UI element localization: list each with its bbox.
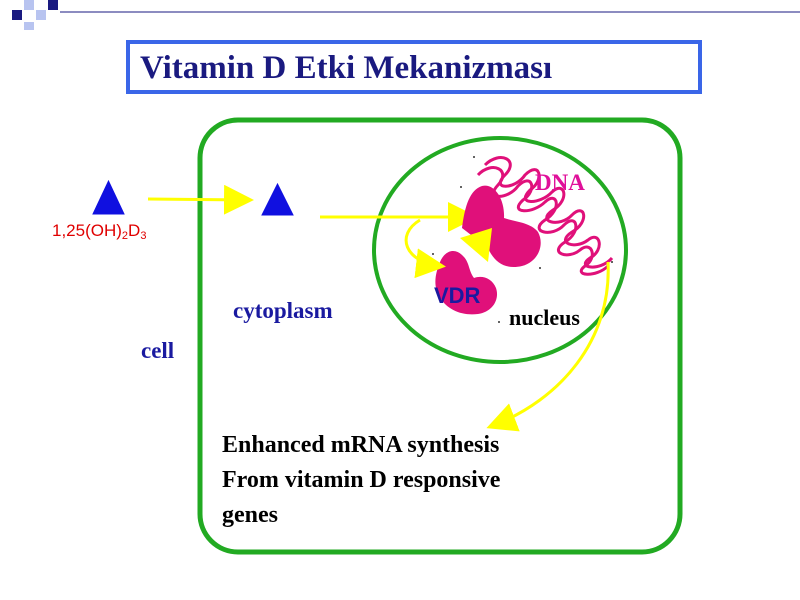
result-line: From vitamin D responsive <box>222 467 501 493</box>
ligand-triangle-outside-icon <box>92 179 125 215</box>
corner-decoration <box>12 0 800 30</box>
slide-title: Vitamin D Etki Mekanizması <box>140 50 553 86</box>
cell-label: cell <box>141 338 175 363</box>
vdr-receptor-lower <box>435 250 498 315</box>
title-box: Vitamin D Etki Mekanizması <box>126 40 702 94</box>
vdr-receptor-upper <box>462 185 541 268</box>
dna-label: DNA <box>535 170 585 195</box>
vdr-label: VDR <box>434 283 481 308</box>
result-text: Enhanced mRNA synthesis From vitamin D r… <box>222 428 500 533</box>
bound-ligand-icon <box>460 228 492 262</box>
nucleus-label: nucleus <box>509 305 580 330</box>
result-line: genes <box>222 502 278 528</box>
cell-membrane <box>197 117 683 555</box>
result-line: Enhanced mRNA synthesis <box>222 432 500 458</box>
arrow-to-synthesis <box>486 261 610 432</box>
cytoplasm-label: cytoplasm <box>233 298 333 323</box>
arrow-receptor-loop <box>404 218 446 279</box>
ligand-label: 1,25(OH)2D3 <box>52 221 147 242</box>
arrow-into-cell <box>147 184 254 215</box>
dna-strand-2 <box>476 166 610 276</box>
nucleus-membrane <box>372 136 628 364</box>
ligand-triangle-cytoplasm-icon <box>261 182 294 216</box>
